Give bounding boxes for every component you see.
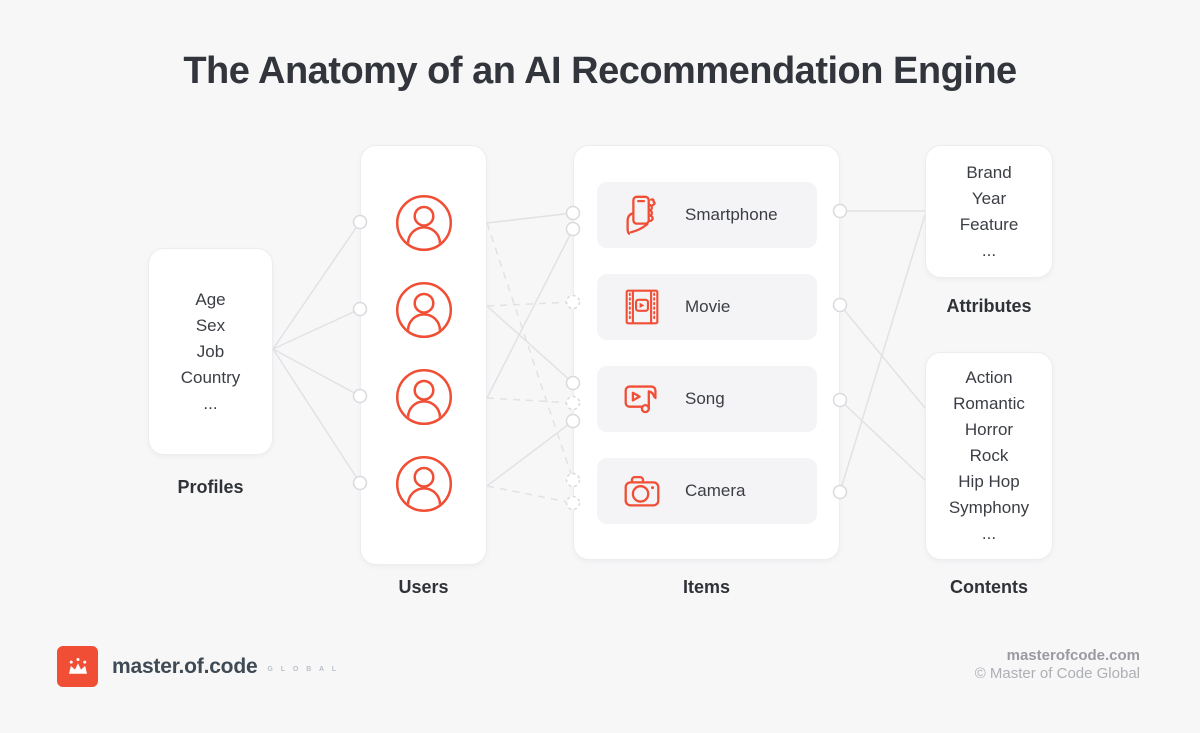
- item-label: Movie: [685, 297, 731, 316]
- website-url: masterofcode.com: [1006, 647, 1140, 664]
- items-panel: Smartphone Movie Song Camera: [573, 145, 840, 560]
- item-label: Smartphone: [685, 205, 778, 224]
- contents-item: Symphony: [948, 498, 1030, 517]
- movie-icon: [619, 284, 665, 330]
- contents-item: ...: [981, 524, 997, 543]
- item-card: Song: [597, 366, 817, 432]
- footer-logo: master.of.code G L O B A L: [57, 646, 339, 687]
- users-list: [361, 146, 486, 564]
- crown-logo-icon: [57, 646, 98, 687]
- user-icon: [395, 455, 453, 513]
- attributes-item: ...: [981, 240, 997, 260]
- contents-item: Romantic: [953, 394, 1025, 413]
- user-icon: [395, 194, 453, 252]
- contents-item: Hip Hop: [958, 472, 1020, 491]
- attributes-item: Year: [971, 188, 1007, 208]
- logo-global-tag: G L O B A L: [267, 665, 340, 673]
- attributes-label: Attributes: [946, 296, 1032, 316]
- camera-icon: [619, 468, 665, 514]
- logo-wordmark: master.of.code: [112, 654, 258, 678]
- profiles-item: Country: [180, 367, 241, 387]
- items-list: Smartphone Movie Song Camera: [597, 182, 817, 550]
- profiles-item: Job: [196, 341, 225, 361]
- page-title: The Anatomy of an AI Recommendation Engi…: [183, 50, 1017, 92]
- contents-label: Contents: [950, 577, 1028, 597]
- profiles-item: Sex: [195, 315, 226, 335]
- smartphone-icon: [619, 192, 665, 238]
- profiles-label: Profiles: [177, 477, 244, 497]
- attributes-item: Feature: [959, 214, 1019, 234]
- items-label: Items: [682, 577, 731, 597]
- copyright-text: © Master of Code Global: [974, 665, 1140, 682]
- user-icon: [395, 281, 453, 339]
- contents-item: Horror: [964, 420, 1014, 439]
- users-label: Users: [398, 577, 449, 597]
- contents-item: Action: [965, 368, 1013, 387]
- item-card: Movie: [597, 274, 817, 340]
- item-card: Camera: [597, 458, 817, 524]
- song-icon: [619, 376, 665, 422]
- user-icon: [395, 368, 453, 426]
- item-label: Song: [685, 389, 725, 408]
- footer-credits: masterofcode.com © Master of Code Global: [975, 647, 1140, 683]
- item-label: Camera: [685, 481, 746, 500]
- profiles-item: ...: [203, 393, 218, 413]
- users-panel: [360, 145, 487, 565]
- attributes-item: Brand: [966, 162, 1012, 182]
- item-card: Smartphone: [597, 182, 817, 248]
- contents-item: Rock: [969, 446, 1009, 465]
- profiles-item: Age: [195, 289, 226, 309]
